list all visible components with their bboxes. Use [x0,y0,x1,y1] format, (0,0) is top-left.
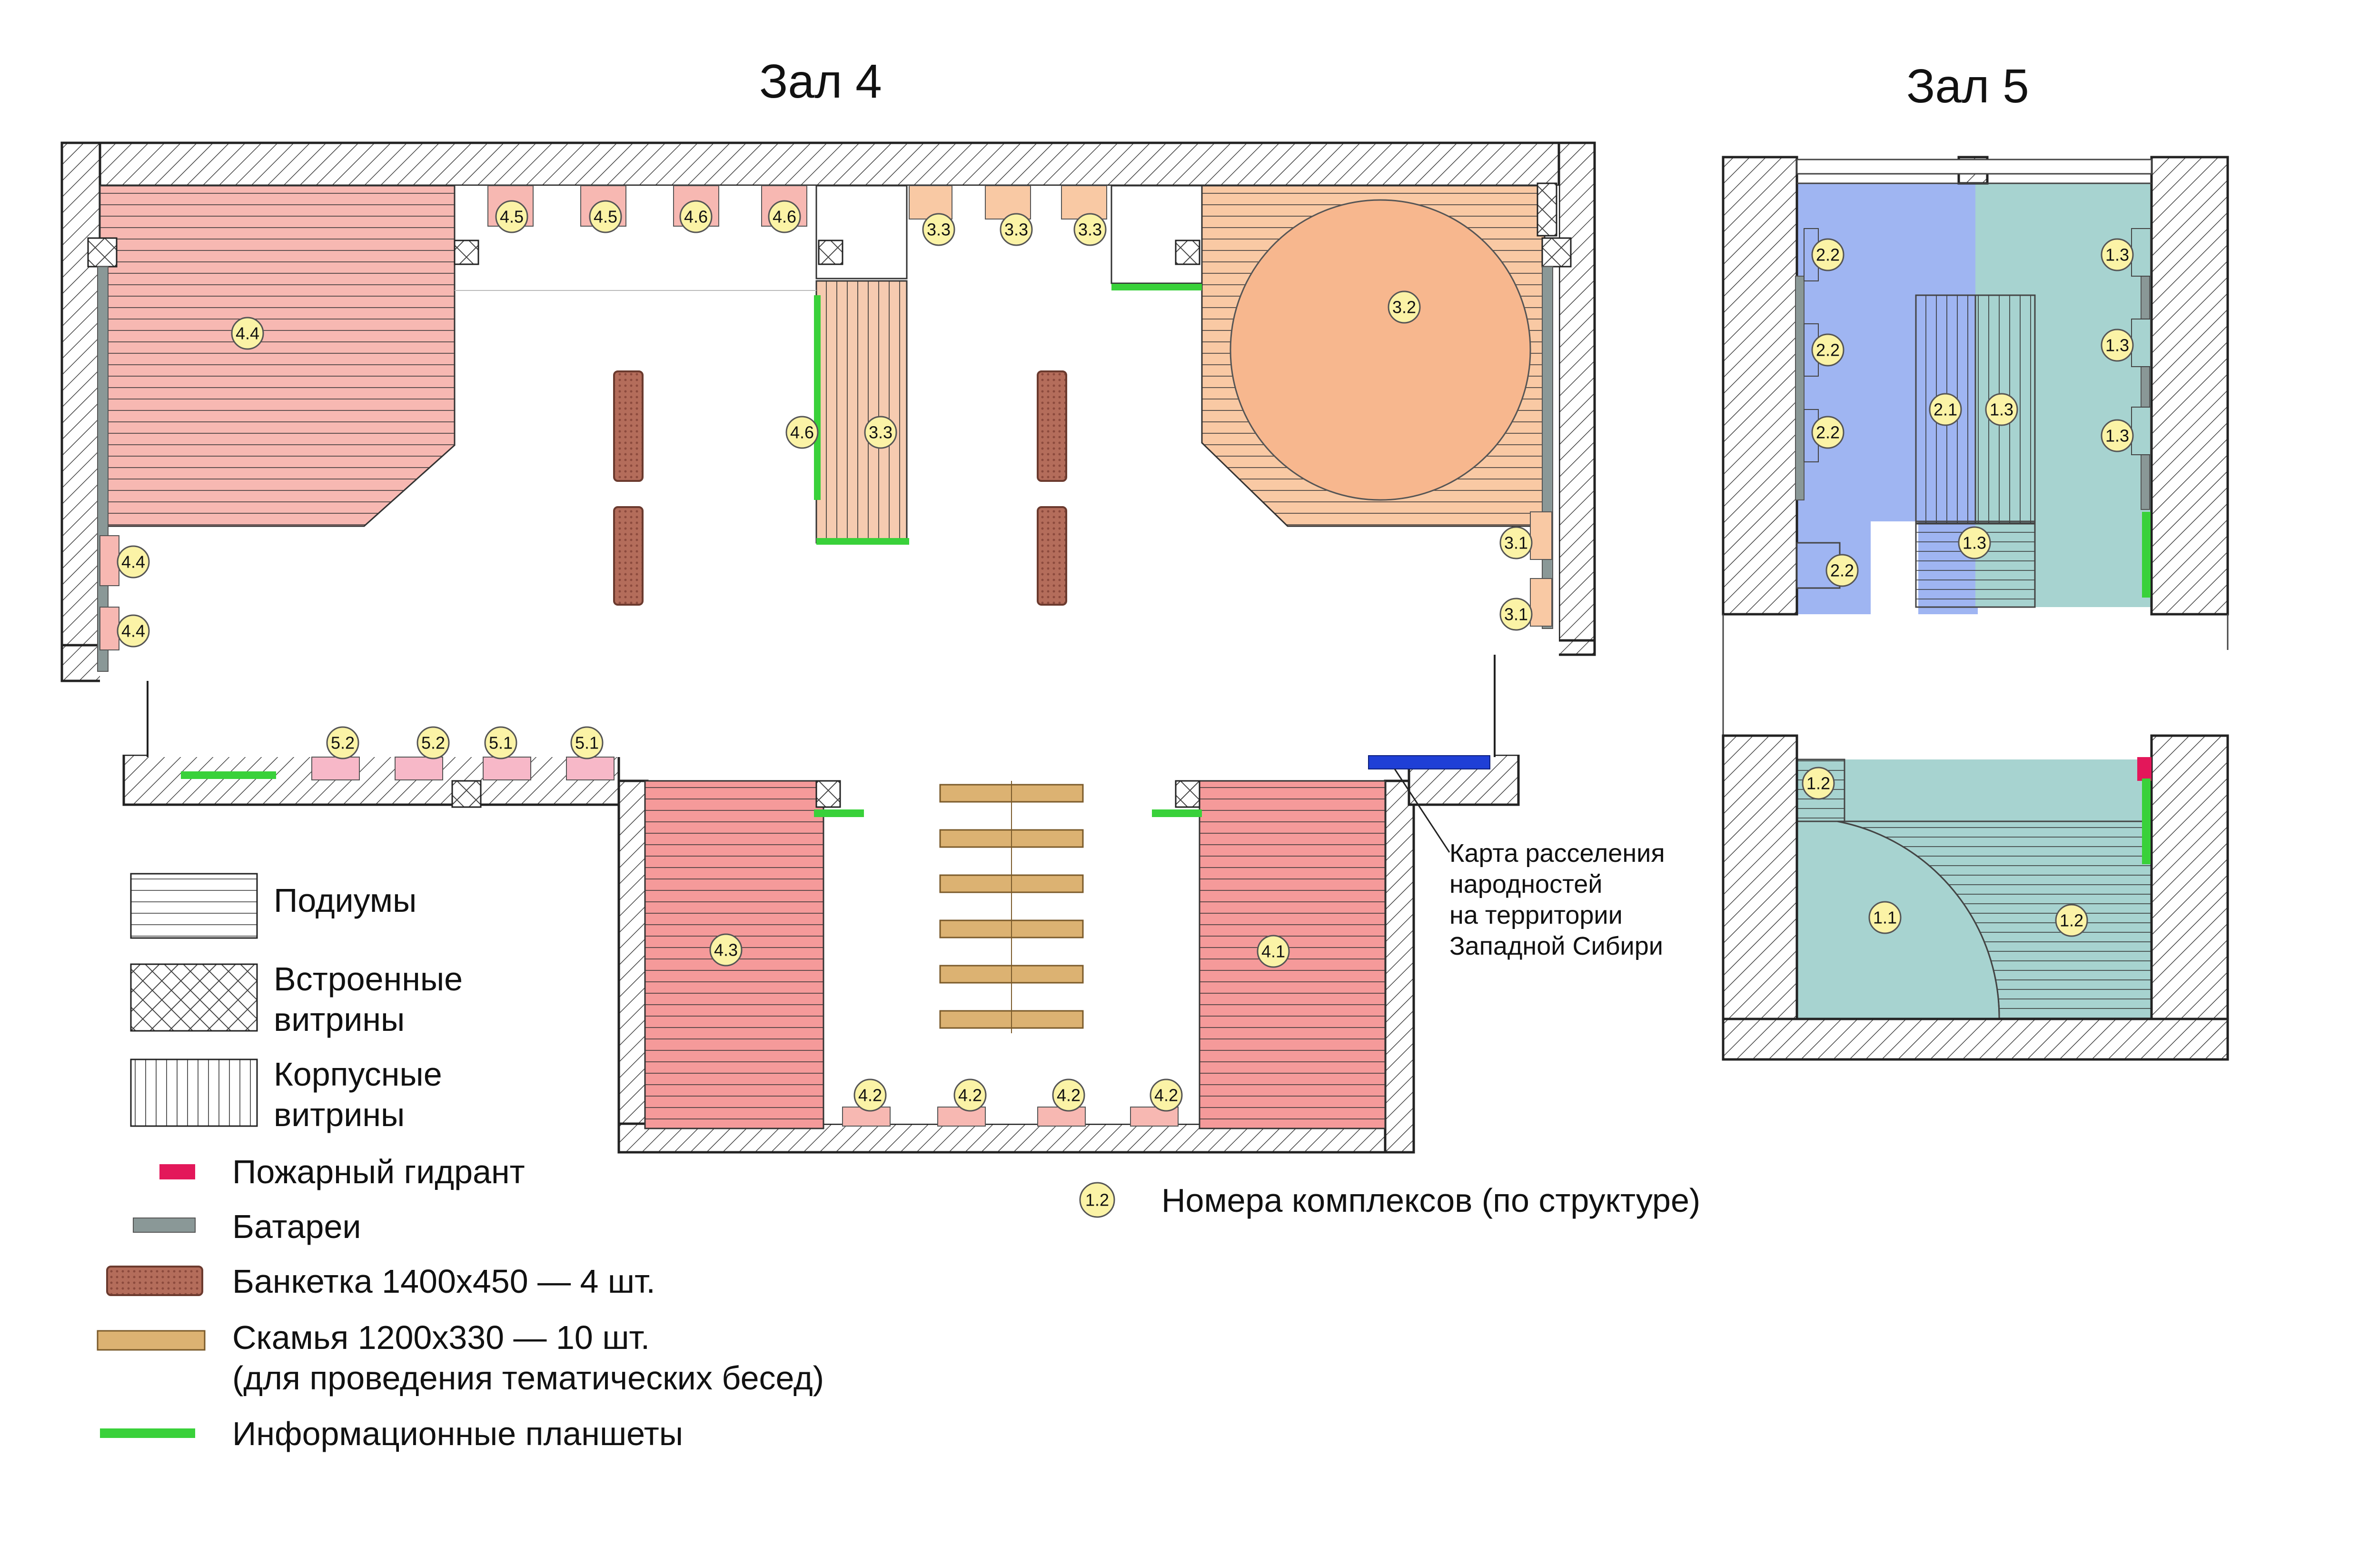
svg-text:5.1: 5.1 [489,733,513,753]
map-board [1368,755,1490,769]
svg-text:4.3: 4.3 [714,940,738,960]
round-podium-3-2 [1230,199,1531,501]
svg-text:4.6: 4.6 [684,207,708,227]
svg-text:4.2: 4.2 [1154,1086,1178,1105]
svg-text:5.1: 5.1 [575,733,599,753]
legend-cabinet-2: витрины [274,1096,405,1133]
svg-text:4.2: 4.2 [858,1086,882,1105]
svg-text:4.5: 4.5 [500,207,524,227]
hall-5-lower [1722,734,2229,1061]
svg-text:на территории: на территории [1449,901,1623,929]
legend-bench-1: Скамья 1200х330 — 10 шт. [232,1319,650,1356]
svg-text:3.2: 3.2 [1392,298,1416,317]
legend-battery-swatch [133,1218,196,1233]
svg-text:2.2: 2.2 [1816,340,1840,360]
map-note: Карта расселения народностей на территор… [1449,839,1665,960]
svg-text:5.2: 5.2 [331,733,355,753]
legend-builtin-1: Встроенные [274,960,463,998]
legend-complex-numbers: Номера комплексов (по структуре) [1161,1182,1700,1219]
svg-text:4.4: 4.4 [121,621,145,641]
legend-info: Информационные планшеты [232,1415,683,1452]
svg-text:2.2: 2.2 [1816,245,1840,265]
svg-text:4.2: 4.2 [958,1086,982,1105]
legend-info-swatch [100,1428,195,1438]
svg-text:4.6: 4.6 [790,423,814,442]
legend-podiums: Подиумы [274,882,416,919]
legend-banketka: Банкетка 1400х450 — 4 шт. [232,1263,655,1300]
legend: Подиумы Встроенные витрины Корпусные вит… [97,873,1700,1452]
info-boards [181,284,1202,817]
svg-text:3.1: 3.1 [1504,533,1528,553]
svg-text:4.5: 4.5 [594,207,617,227]
svg-text:Карта расселения: Карта расселения [1449,839,1665,868]
svg-text:3.1: 3.1 [1504,605,1528,624]
svg-text:1.2: 1.2 [2060,911,2083,930]
svg-text:4.4: 4.4 [121,552,145,572]
svg-text:1.3: 1.3 [1963,533,1986,553]
svg-text:народностей: народностей [1449,870,1602,898]
svg-text:1.3: 1.3 [2105,426,2129,446]
svg-text:2.2: 2.2 [1816,423,1840,442]
svg-text:3.3: 3.3 [927,220,951,240]
svg-text:4.6: 4.6 [773,207,796,227]
legend-bench-swatch [97,1330,206,1351]
svg-text:Западной Сибири: Западной Сибири [1449,932,1663,960]
built-in-cases [87,182,1572,808]
svg-text:2.2: 2.2 [1830,561,1854,580]
svg-text:2.1: 2.1 [1934,400,1957,419]
fire-hydrant [2137,757,2152,781]
hall-5-markers: 2.2 2.2 2.2 2.2 2.1 1.3 1.3 1.3 1.3 1.3 … [1802,238,2134,937]
svg-text:1.2: 1.2 [1806,774,1830,793]
svg-text:1.1: 1.1 [1873,908,1897,928]
banketki [613,370,1067,606]
legend-hydrant: Пожарный гидрант [232,1153,525,1190]
svg-text:4.2: 4.2 [1057,1086,1081,1105]
hall-4-title: Зал 4 [759,55,882,108]
legend-batteries: Батареи [232,1208,361,1245]
legend-banketka-swatch [106,1266,203,1296]
svg-text:3.3: 3.3 [1078,220,1102,240]
svg-text:4.1: 4.1 [1261,942,1285,961]
svg-text:1.3: 1.3 [2105,245,2129,265]
legend-hydrant-swatch [159,1164,195,1179]
svg-text:5.2: 5.2 [421,733,445,753]
svg-text:1.3: 1.3 [1990,400,2013,419]
legend-cabinet-1: Корпусные [274,1056,442,1093]
svg-text:1.3: 1.3 [2105,336,2129,355]
legend-complex-marker: 1.2 [1085,1190,1109,1210]
svg-text:3.3: 3.3 [869,423,892,442]
hall-5-title: Зал 5 [1906,60,2029,113]
svg-text:3.3: 3.3 [1004,220,1028,240]
legend-bench-2: (для проведения тематических бесед) [232,1359,824,1397]
legend-builtin-2: витрины [274,1001,405,1038]
svg-text:4.4: 4.4 [236,324,259,343]
hall-4-markers: 4.5 4.5 4.6 4.6 3.3 3.3 3.3 3.2 4.4 4.6 … [117,200,1533,1112]
battery-right [1542,266,1553,629]
benches [939,781,1084,1033]
